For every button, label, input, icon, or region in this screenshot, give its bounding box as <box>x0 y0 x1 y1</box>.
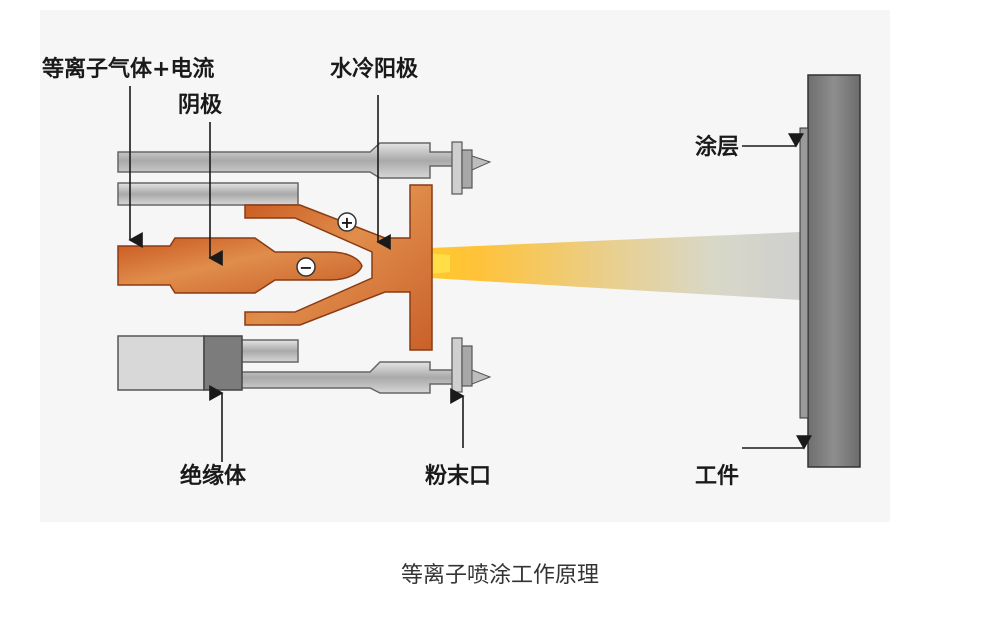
upper-inner-plate <box>117 182 299 206</box>
cathode <box>117 237 363 294</box>
label-powder-port: 粉末口 <box>425 464 491 489</box>
label-insulator: 绝缘体 <box>180 463 247 489</box>
plus-sign-text: + <box>340 213 353 232</box>
workpiece <box>807 74 861 468</box>
water-cooled-anode <box>244 184 433 351</box>
bottom-bolt <box>451 337 492 393</box>
insulator-light <box>117 335 205 391</box>
label-water-anode: 水冷阳极 <box>330 56 419 82</box>
figure-caption: 等离子喷涂工作原理 <box>400 563 599 588</box>
lower-inner-plate <box>239 339 299 363</box>
cathode-negative-sign: − <box>296 257 316 277</box>
insulator-block <box>203 335 243 391</box>
label-coating: 涂层 <box>695 134 739 160</box>
label-gas-current: 等离子气体+电流 <box>42 56 214 82</box>
coating-layer <box>799 127 809 419</box>
label-cathode: 阴极 <box>178 93 223 118</box>
label-workpiece: 工件 <box>695 464 739 489</box>
plasma-jet <box>372 232 800 300</box>
top-bolt <box>451 141 492 195</box>
minus-sign-text: − <box>299 258 312 277</box>
anode-positive-sign: + <box>337 212 357 232</box>
